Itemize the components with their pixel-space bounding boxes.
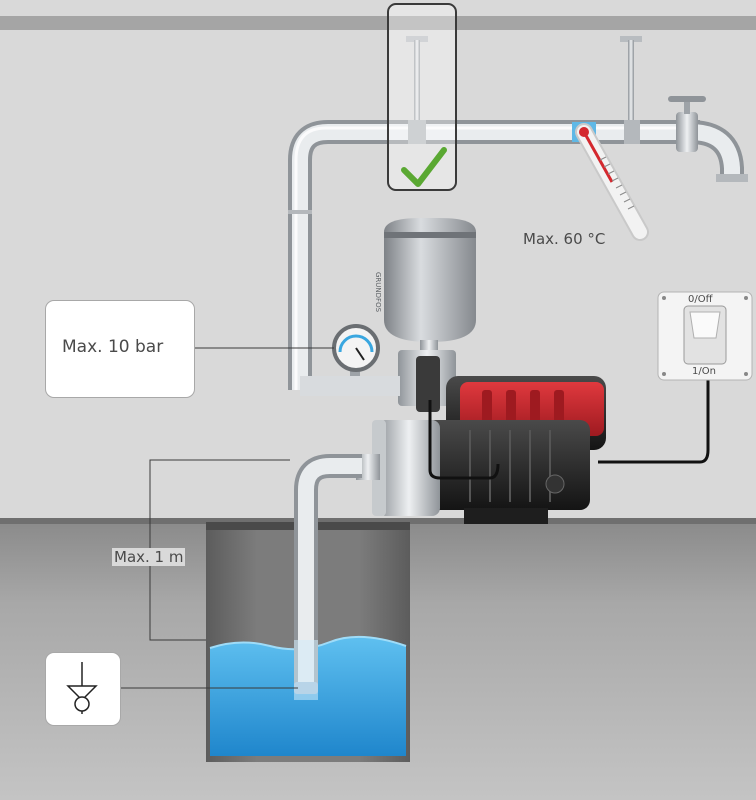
pump-cable bbox=[428, 400, 500, 480]
pump-body bbox=[356, 420, 440, 516]
pump-motor bbox=[420, 376, 606, 524]
max-suction-lift-label: Max. 1 m bbox=[112, 548, 186, 566]
valve-callout bbox=[45, 652, 121, 726]
max-temperature-label: Max. 60 °C bbox=[523, 230, 606, 248]
water-tap bbox=[668, 96, 706, 152]
floor-edge bbox=[0, 518, 756, 524]
ceiling-beam bbox=[0, 16, 756, 30]
check-icon bbox=[401, 147, 447, 187]
thermometer-icon bbox=[575, 123, 649, 241]
switch-off-label: 0/Off bbox=[688, 294, 713, 305]
pressure-tank bbox=[384, 218, 476, 356]
max-pressure-label: Max. 10 bar bbox=[62, 337, 164, 357]
pressure-callout bbox=[45, 300, 195, 398]
suction-pipe bbox=[294, 454, 362, 700]
foot-valve bbox=[294, 682, 318, 694]
wall-switch bbox=[657, 291, 753, 381]
switch-on-label: 1/On bbox=[692, 366, 716, 377]
approved-section bbox=[387, 3, 457, 191]
pipe-hangers bbox=[406, 36, 642, 126]
mains-cable bbox=[598, 368, 710, 464]
pump-manifold bbox=[300, 350, 456, 412]
tank-brand-label: GRUNDFOS bbox=[374, 272, 382, 313]
